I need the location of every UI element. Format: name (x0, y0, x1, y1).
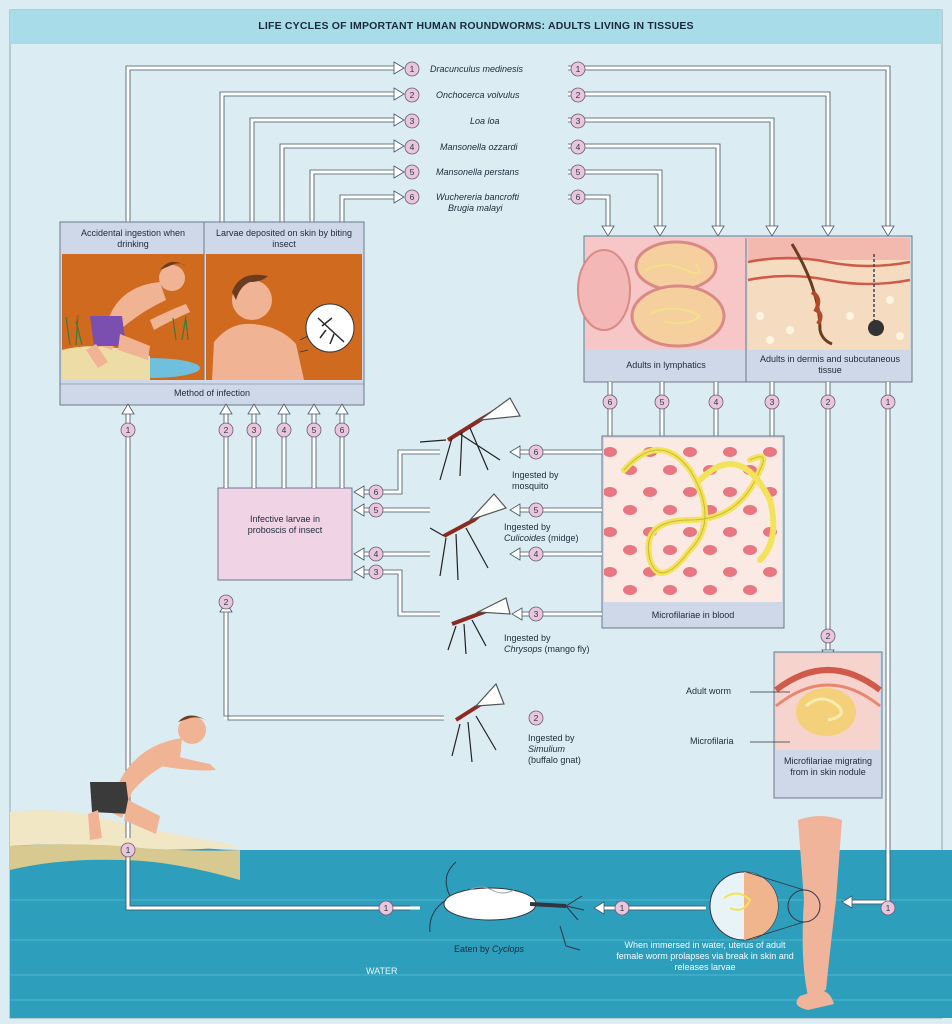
infection-col1-label: Accidental ingestion when drinking (64, 228, 202, 250)
midge-illustration (430, 494, 506, 580)
svg-text:1: 1 (576, 64, 581, 74)
svg-text:3: 3 (770, 397, 775, 407)
svg-text:2: 2 (224, 425, 229, 435)
microfilariae-caption: Microfilariae in blood (604, 610, 782, 621)
svg-text:2: 2 (534, 713, 539, 723)
title-bar: LIFE CYCLES OF IMPORTANT HUMAN ROUNDWORM… (10, 10, 942, 44)
svg-text:5: 5 (374, 505, 379, 515)
svg-text:2: 2 (826, 631, 831, 641)
svg-text:6: 6 (576, 192, 581, 202)
infection-footer: Method of infection (60, 388, 364, 399)
species-2-name: Onchocerca volvulus (436, 90, 520, 100)
svg-text:3: 3 (410, 116, 415, 126)
svg-text:6: 6 (534, 447, 539, 457)
species-5-name: Mansonella perstans (436, 167, 519, 177)
mosquito-illustration (420, 398, 520, 480)
svg-text:6: 6 (340, 425, 345, 435)
svg-text:6: 6 (608, 397, 613, 407)
svg-text:3: 3 (252, 425, 257, 435)
species-3-name: Loa loa (470, 116, 500, 126)
svg-text:4: 4 (410, 142, 415, 152)
adults-lymphatics-caption: Adults in lymphatics (586, 360, 746, 371)
svg-text:1: 1 (886, 903, 891, 913)
chrysops-label: Ingested by Chrysops (mango fly) (504, 633, 590, 655)
infective-larvae-label: Infective larvae in proboscis of insect (230, 514, 340, 536)
svg-text:1: 1 (384, 903, 389, 913)
svg-text:5: 5 (534, 505, 539, 515)
svg-text:4: 4 (576, 142, 581, 152)
svg-text:2: 2 (410, 90, 415, 100)
microfilaria-label: Microfilaria (690, 736, 734, 747)
species-6-name: Wuchereria bancrofti (436, 192, 519, 202)
svg-text:5: 5 (576, 167, 581, 177)
svg-text:1: 1 (126, 425, 131, 435)
svg-text:4: 4 (374, 549, 379, 559)
svg-text:6: 6 (410, 192, 415, 202)
svg-text:3: 3 (534, 609, 539, 619)
diagram-title: LIFE CYCLES OF IMPORTANT HUMAN ROUNDWORM… (10, 20, 942, 32)
nodule-caption: Microfilariae migrating from in skin nod… (780, 756, 876, 778)
species-4-name: Mansonella ozzardi (440, 142, 518, 152)
adult-worm-label: Adult worm (686, 686, 731, 697)
svg-text:1: 1 (886, 397, 891, 407)
water-label: WATER (366, 966, 398, 977)
species-1-name: Dracunculus medinesis (430, 64, 523, 74)
svg-text:1: 1 (410, 64, 415, 74)
svg-text:3: 3 (576, 116, 581, 126)
water-note: When immersed in water, uterus of adult … (610, 940, 800, 973)
cyclops-label: Eaten by Cyclops (454, 944, 524, 955)
buffalo-gnat-illustration (452, 684, 504, 762)
simulium-label: Ingested by Simulium (buffalo gnat) (528, 733, 581, 766)
adults-dermis-caption: Adults in dermis and subcutaneous tissue (752, 354, 908, 376)
svg-text:1: 1 (620, 903, 625, 913)
species-6-name-2: Brugia malayi (448, 203, 503, 213)
svg-text:2: 2 (826, 397, 831, 407)
svg-text:4: 4 (534, 549, 539, 559)
svg-text:1: 1 (126, 845, 131, 855)
infection-col2-label: Larvae deposited on skin by biting insec… (208, 228, 360, 250)
mango-fly-illustration (448, 598, 510, 654)
svg-text:2: 2 (576, 90, 581, 100)
svg-text:6: 6 (374, 487, 379, 497)
culicoides-label: Ingested by Culicoides (midge) (504, 522, 579, 544)
svg-text:4: 4 (714, 397, 719, 407)
svg-text:2: 2 (224, 597, 229, 607)
svg-text:3: 3 (374, 567, 379, 577)
svg-text:5: 5 (312, 425, 317, 435)
svg-text:5: 5 (660, 397, 665, 407)
mosquito-label: Ingested by mosquito (512, 470, 559, 492)
svg-text:4: 4 (282, 425, 287, 435)
svg-text:5: 5 (410, 167, 415, 177)
